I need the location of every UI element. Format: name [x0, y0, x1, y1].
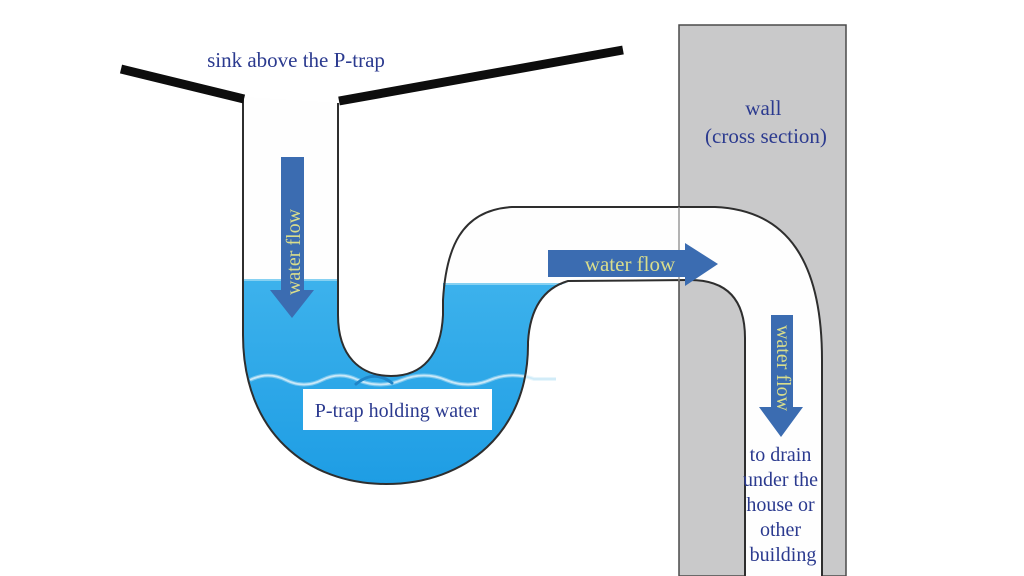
flow-arrow-horizontal-label: water flow: [585, 252, 676, 276]
wall-label: wall (cross section): [705, 96, 827, 148]
drain-note-line1: to drain: [750, 444, 812, 466]
ripple-curl: [354, 374, 394, 386]
down-arrow-left: [270, 157, 314, 318]
pipe-outline-inner: [337, 103, 823, 576]
down-arrow-right-label: water flow: [772, 325, 794, 412]
drain-note-line2: under the: [743, 469, 818, 491]
flow-arrow-horizontal: [548, 243, 718, 286]
wall-label-line2: (cross section): [705, 124, 827, 148]
drain-note-line5: building: [750, 544, 817, 566]
ripple-line: [249, 374, 556, 386]
drain-note: to drain under the house or other buildi…: [743, 444, 823, 566]
ptrap-label-box: [303, 389, 492, 430]
ptrap-label: P-trap holding water: [315, 400, 480, 422]
wall-label-line1: wall: [745, 96, 781, 120]
drain-note-line4: other: [760, 519, 801, 541]
drain-note-line3: house or: [746, 494, 815, 516]
sink-label: sink above the P-trap: [207, 48, 385, 72]
pipe-outline-outer: [242, 97, 746, 576]
down-arrow-right: [759, 315, 803, 437]
sink-basin-right-line: [338, 45, 624, 106]
down-arrow-left-label: water flow: [283, 208, 305, 295]
sink-basin-left-line: [119, 64, 246, 104]
trap-water: [243, 279, 566, 484]
